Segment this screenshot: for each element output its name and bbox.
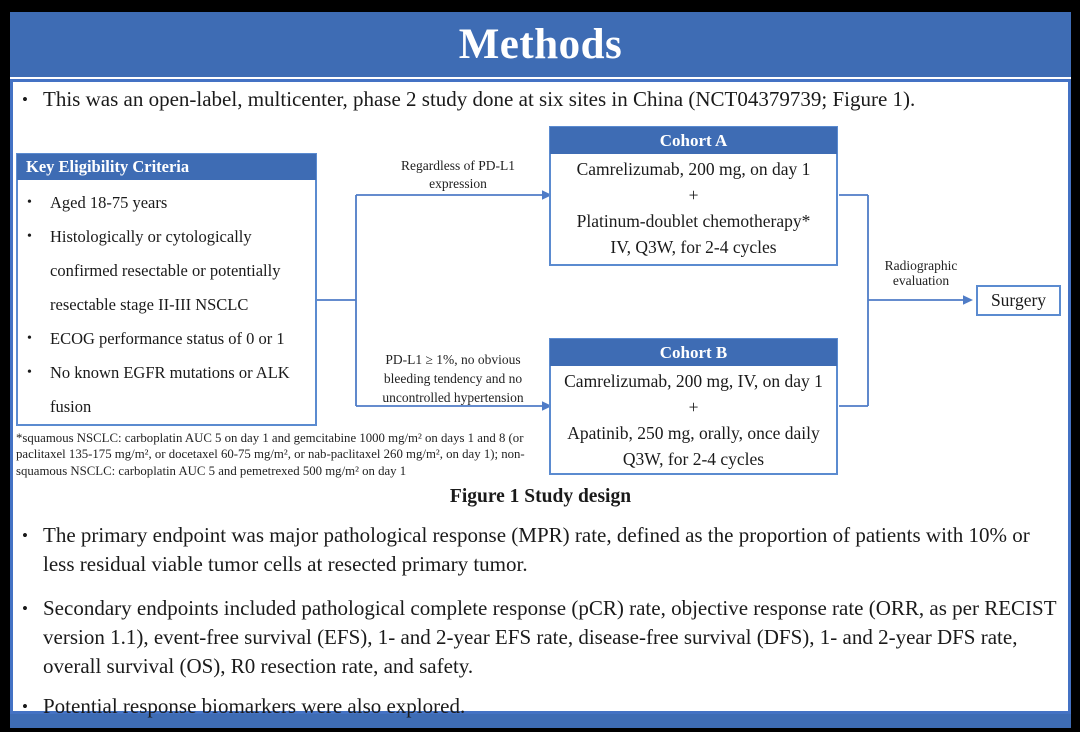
cohort-b-box: Cohort B Camrelizumab, 200 mg, IV, on da… bbox=[549, 338, 838, 475]
bullet-icon: • bbox=[27, 229, 32, 244]
bullet-icon: • bbox=[22, 90, 28, 109]
eligibility-item: • ECOG performance status of 0 or 1 bbox=[27, 322, 309, 356]
intro-bullet: • This was an open-label, multicenter, p… bbox=[22, 85, 1060, 114]
bullet-icon: • bbox=[22, 599, 28, 618]
radiographic-evaluation-label: Radiographic evaluation bbox=[884, 258, 958, 288]
secondary-endpoint-text: Secondary endpoints included pathologica… bbox=[43, 596, 1057, 678]
eligibility-item: • No known EGFR mutations or ALK fusion bbox=[27, 356, 309, 424]
chemotherapy-footnote: *squamous NSCLC: carboplatin AUC 5 on da… bbox=[16, 431, 525, 478]
eligibility-box: Key Eligibility Criteria • Aged 18-75 ye… bbox=[16, 153, 317, 426]
slide-title-bar: Methods bbox=[10, 12, 1071, 77]
cohort-a-header: Cohort A bbox=[550, 127, 837, 154]
bullet-icon: • bbox=[27, 195, 32, 210]
bullet-icon: • bbox=[22, 526, 28, 545]
cohort-b-body: Camrelizumab, 200 mg, IV, on day 1 + Apa… bbox=[564, 371, 823, 469]
page-title: Methods bbox=[458, 21, 623, 68]
branch-bottom-label: PD-L1 ≥ 1%, no obvious bleeding tendency… bbox=[382, 352, 524, 405]
bullet-icon: • bbox=[22, 697, 28, 716]
surgery-box: Surgery bbox=[976, 285, 1061, 316]
cohort-b-header: Cohort B bbox=[550, 339, 837, 366]
bullet-icon: • bbox=[27, 331, 32, 346]
secondary-endpoint-bullet: • Secondary endpoints included pathologi… bbox=[22, 594, 1060, 681]
eligibility-item: • Histologically or cytologically confir… bbox=[27, 220, 309, 322]
eligibility-item: • Aged 18-75 years bbox=[27, 186, 309, 220]
biomarkers-bullet: • Potential response biomarkers were als… bbox=[22, 692, 1060, 721]
surgery-label: Surgery bbox=[990, 290, 1047, 310]
cohort-a-box: Cohort A Camrelizumab, 200 mg, on day 1 … bbox=[549, 126, 838, 266]
intro-bullet-text: This was an open-label, multicenter, pha… bbox=[43, 87, 916, 111]
primary-endpoint-bullet: • The primary endpoint was major patholo… bbox=[22, 521, 1060, 579]
eligibility-box-header: Key Eligibility Criteria bbox=[17, 154, 316, 180]
bullet-icon: • bbox=[27, 365, 32, 380]
eligibility-box-body: • Aged 18-75 years • Histologically or c… bbox=[18, 179, 315, 428]
cohort-a-body: Camrelizumab, 200 mg, on day 1 + Platinu… bbox=[576, 159, 811, 257]
figure-caption: Figure 1 Study design bbox=[449, 486, 632, 507]
primary-endpoint-text: The primary endpoint was major pathologi… bbox=[43, 523, 1030, 576]
slide-footer-bar bbox=[10, 714, 1071, 728]
methods-slide: Methods • This was an open-label, multic… bbox=[10, 12, 1071, 728]
biomarkers-text: Potential response biomarkers were also … bbox=[43, 694, 466, 718]
branch-top-label: Regardless of PD-L1 expression bbox=[401, 158, 515, 191]
